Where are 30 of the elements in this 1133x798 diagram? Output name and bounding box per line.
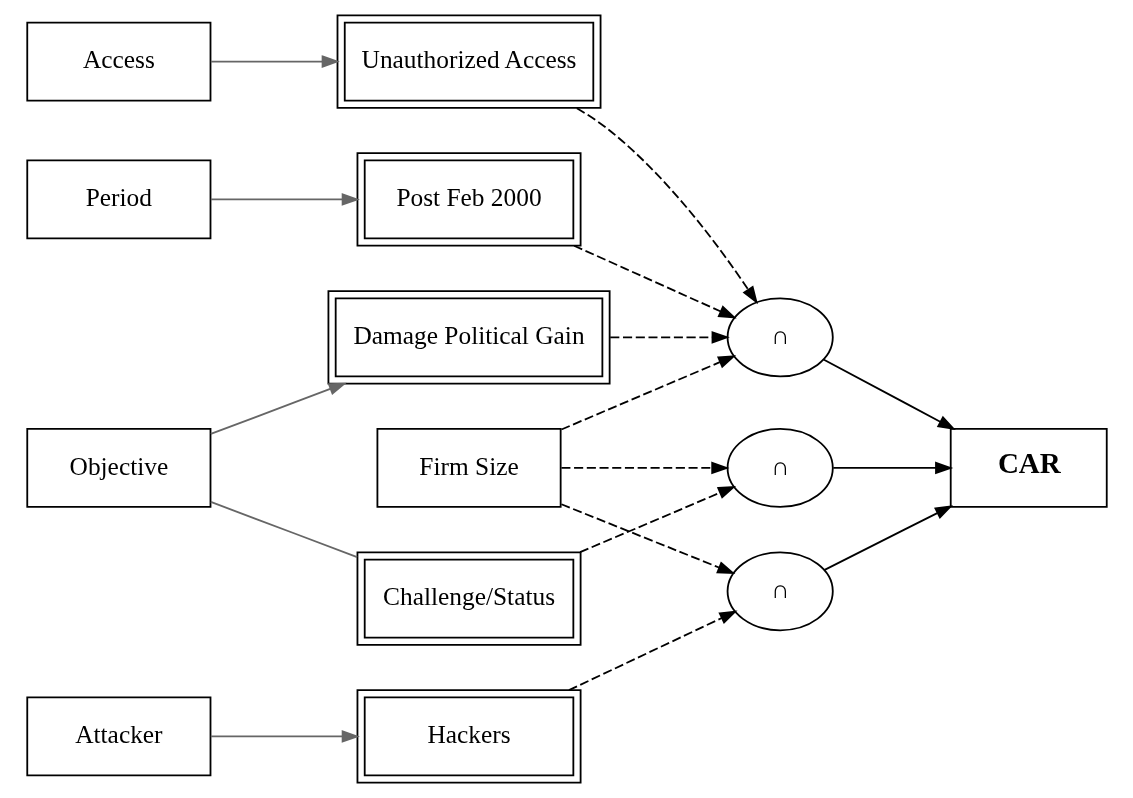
node-box: Damage Political Gain: [327, 290, 611, 385]
node-box: Access: [25, 21, 211, 102]
connector: [209, 501, 358, 558]
arrow: [572, 244, 737, 319]
arrow: [831, 461, 953, 475]
arrow: [567, 610, 737, 692]
arrow: [578, 485, 736, 554]
node-box: CAR: [949, 428, 1108, 508]
node-box: Firm Size: [376, 428, 562, 508]
node-ellipse: ∩: [726, 428, 834, 508]
arrow: [822, 358, 956, 431]
arrow: [575, 107, 758, 305]
arrow: [209, 730, 360, 743]
arrow: [209, 55, 340, 68]
node-box: Post Feb 2000: [356, 152, 581, 247]
node-box: Unauthorized Access: [336, 14, 601, 109]
node-box: Challenge/Status: [356, 551, 581, 646]
node-box: Objective: [25, 428, 211, 508]
arrow: [560, 461, 729, 475]
node-box: Period: [25, 159, 211, 240]
arrow: [608, 330, 730, 344]
node-ellipse: ∩: [726, 297, 834, 378]
node-box: Hackers: [356, 689, 581, 784]
arrow: [209, 382, 347, 435]
node-ellipse: ∩: [726, 551, 834, 632]
node-box: Attacker: [25, 696, 211, 777]
arrow: [209, 193, 360, 206]
arrow: [560, 503, 735, 575]
arrow: [823, 505, 953, 571]
arrow: [560, 355, 736, 431]
